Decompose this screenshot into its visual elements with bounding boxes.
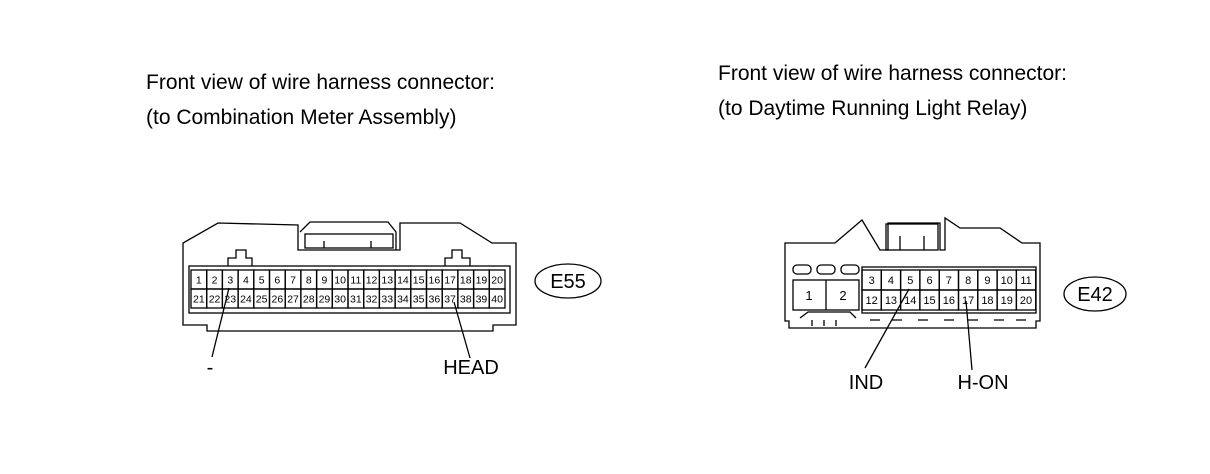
e55-pin-34: 34 — [397, 293, 409, 305]
caption-right-line2: (to Daytime Running Light Relay) — [718, 97, 1028, 120]
connector-tag-e55-ellipse — [534, 263, 602, 299]
leader-line-ind — [864, 288, 910, 369]
connector-e42-pin-labels: 3 4 5 6 7 8 9 10 11 12 13 14 15 16 17 18 19 20 — [866, 275, 1033, 307]
e55-pin-31: 31 — [350, 293, 362, 305]
e55-pin-cell-40 — [488, 288, 506, 309]
leader-line-head — [453, 301, 471, 359]
e55-pin-20: 20 — [491, 274, 503, 286]
e55-pin-8: 8 — [306, 274, 312, 286]
connector-e55-grid — [190, 269, 506, 309]
e55-pin-28: 28 — [303, 293, 315, 305]
e55-pin-26: 26 — [272, 293, 284, 305]
e55-pin-1: 1 — [196, 274, 202, 286]
e55-pin-22: 22 — [209, 293, 221, 305]
e42-pin-3: 3 — [869, 275, 875, 287]
e42-pin-17: 17 — [962, 295, 974, 307]
caption-right: Front view of wire harness connector: (t… — [718, 56, 1067, 126]
caption-left-line1: Front view of wire harness connector: — [146, 71, 495, 94]
e55-pin-32: 32 — [366, 293, 378, 305]
leader-line-h-on — [965, 300, 973, 371]
connector-tag-e42: E42 — [1077, 284, 1113, 306]
e55-pin-35: 35 — [413, 293, 425, 305]
e42-pin-19: 19 — [1001, 295, 1013, 307]
label-h-on: H-ON — [957, 372, 1008, 394]
connector-tag-e55: E55 — [550, 271, 586, 293]
e42-pin-4: 4 — [888, 275, 894, 287]
e42-pin-15: 15 — [923, 295, 935, 307]
e55-pin-40: 40 — [491, 293, 503, 305]
e55-pin-33: 33 — [381, 293, 393, 305]
e55-pin-4: 4 — [243, 274, 249, 286]
e42-pin-2: 2 — [839, 288, 846, 303]
e42-pin-18: 18 — [981, 295, 993, 307]
e42-pin-13: 13 — [885, 295, 897, 307]
label-minus: - — [207, 357, 214, 379]
e55-pin-37: 37 — [444, 293, 456, 305]
e55-pin-2: 2 — [212, 274, 218, 286]
e55-pin-16: 16 — [429, 274, 441, 286]
e55-pin-17: 17 — [444, 274, 456, 286]
e55-pin-19: 19 — [476, 274, 488, 286]
e55-pin-36: 36 — [429, 293, 441, 305]
e55-pin-27: 27 — [287, 293, 299, 305]
e55-pin-14: 14 — [397, 274, 409, 286]
label-ind: IND — [849, 372, 883, 394]
e42-pin-6: 6 — [926, 275, 932, 287]
e55-pin-18: 18 — [460, 274, 472, 286]
e55-pin-5: 5 — [259, 274, 265, 286]
e55-pin-7: 7 — [290, 274, 296, 286]
e42-pin-12: 12 — [866, 295, 878, 307]
e55-pin-23: 23 — [224, 293, 236, 305]
caption-left-line2: (to Combination Meter Assembly) — [146, 106, 457, 129]
e55-pin-3: 3 — [227, 274, 233, 286]
e55-pin-6: 6 — [274, 274, 280, 286]
e55-pin-24: 24 — [240, 293, 252, 305]
e55-pin-11: 11 — [350, 274, 361, 286]
caption-right-line1: Front view of wire harness connector: — [718, 62, 1067, 85]
e55-pin-13: 13 — [381, 274, 393, 286]
e55-pin-12: 12 — [366, 274, 378, 286]
connector-e55-body — [182, 221, 517, 332]
e42-pin-5: 5 — [907, 275, 913, 287]
e42-pin-11: 11 — [1020, 275, 1031, 287]
e55-pin-30: 30 — [334, 293, 346, 305]
connector-e42-body — [784, 216, 1041, 329]
caption-left: Front view of wire harness connector: (t… — [146, 65, 495, 135]
e55-pin-39: 39 — [476, 293, 488, 305]
label-head: HEAD — [443, 357, 499, 379]
e42-pin-8: 8 — [965, 275, 971, 287]
connector-tag-e42-ellipse — [1063, 276, 1127, 312]
e55-pin-10: 10 — [334, 274, 346, 286]
leader-line-minus — [211, 287, 230, 358]
e55-pin-25: 25 — [256, 293, 268, 305]
e42-pin-cell-20 — [1015, 289, 1037, 311]
e55-pin-9: 9 — [322, 274, 328, 286]
e55-pin-29: 29 — [319, 293, 331, 305]
e55-pin-21: 21 — [193, 293, 205, 305]
e42-pin-1: 1 — [805, 288, 812, 303]
connector-e42-grid — [861, 269, 1037, 311]
e42-pin-7: 7 — [946, 275, 952, 287]
e42-pin-10: 10 — [1001, 275, 1013, 287]
e42-pin-20: 20 — [1020, 295, 1032, 307]
e42-pin-9: 9 — [984, 275, 990, 287]
e55-pin-38: 38 — [460, 293, 472, 305]
e55-pin-15: 15 — [413, 274, 425, 286]
e42-pin-16: 16 — [943, 295, 955, 307]
e42-pin-14: 14 — [904, 295, 916, 307]
